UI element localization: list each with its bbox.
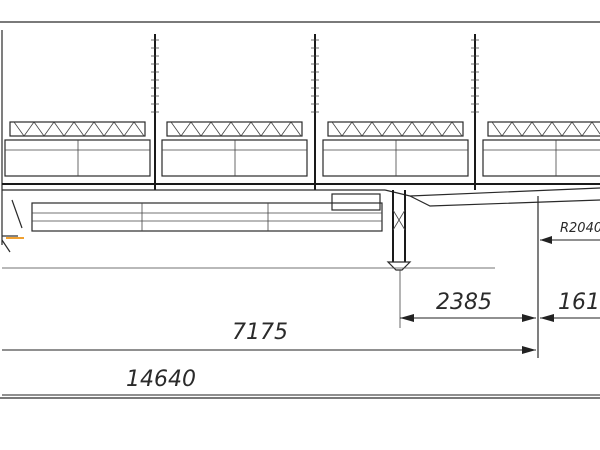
radius-annotation xyxy=(540,236,600,244)
header-section-1 xyxy=(4,121,151,177)
post-3 xyxy=(471,34,479,190)
chassis-frame xyxy=(31,193,383,232)
header-section-4 xyxy=(482,121,600,177)
dimension-1610-label: 1610 xyxy=(558,290,600,315)
header-section-2 xyxy=(161,121,308,177)
trailer-deck xyxy=(2,183,600,207)
post-1 xyxy=(151,34,159,190)
landing-gear xyxy=(386,190,412,271)
radius-label: R2040 xyxy=(560,221,600,236)
rear-end xyxy=(1,199,24,253)
dimension-2385 xyxy=(399,270,536,328)
header-section-3 xyxy=(322,121,469,177)
dimension-7175 xyxy=(2,346,536,354)
dimension-7175-label: 7175 xyxy=(232,320,288,345)
dimension-1610 xyxy=(540,314,600,322)
dimension-14640-label: 14640 xyxy=(126,367,196,392)
post-2 xyxy=(311,34,319,190)
dimension-2385-label: 2385 xyxy=(436,290,492,315)
